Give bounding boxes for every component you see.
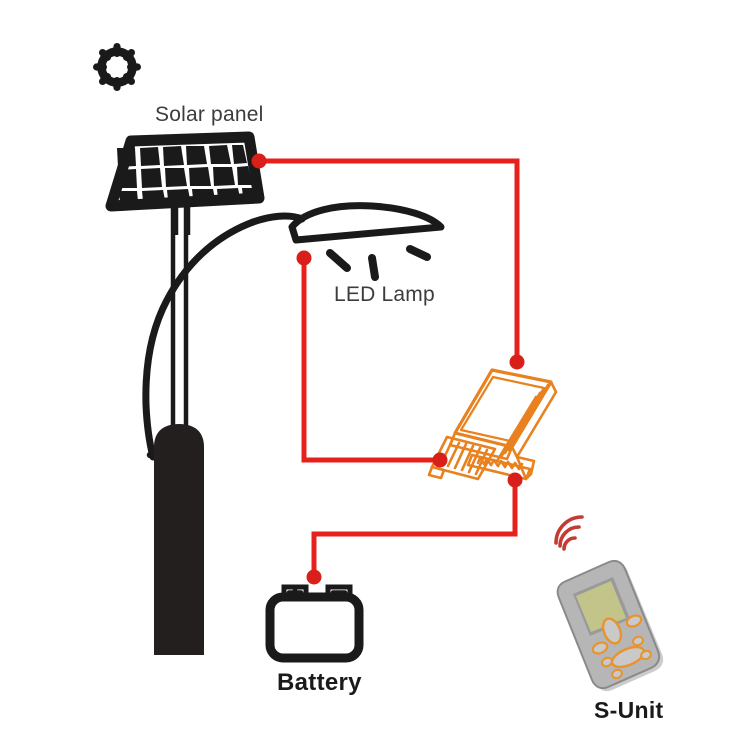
- terminal-controller-top: [509, 354, 525, 370]
- battery-body: [265, 592, 364, 663]
- s-unit-button-a: [631, 635, 645, 647]
- terminal-controller-left: [432, 452, 448, 468]
- battery: [265, 584, 364, 663]
- wire-endpoints: [251, 153, 525, 585]
- terminal-battery: [306, 569, 322, 585]
- wire-led-lamp-to-controller: [301, 258, 440, 463]
- lamp-ray-2: [368, 254, 379, 281]
- wiring: [259, 158, 520, 577]
- terminal-solar-panel: [251, 153, 267, 169]
- s-unit-button-left: [591, 641, 609, 655]
- s-unit-lower-pad: [610, 645, 646, 669]
- label-battery: Battery: [277, 669, 362, 696]
- label-solar-panel: Solar panel: [155, 103, 264, 126]
- terminal-controller-bottom: [507, 472, 523, 488]
- lamp-ray-1: [326, 249, 351, 272]
- solar-panel: [105, 131, 265, 235]
- label-led-lamp: LED Lamp: [334, 283, 435, 306]
- wireless-signal-icon: [554, 515, 584, 551]
- label-s-unit: S-Unit: [594, 697, 664, 723]
- wire-solar-panel-to-controller: [259, 158, 520, 362]
- s-unit-remote: [554, 515, 664, 692]
- terminal-led-lamp: [296, 250, 312, 266]
- s-unit-keypad: [591, 614, 652, 680]
- s-unit-button-d: [611, 668, 623, 680]
- solar-charge-controller: [427, 368, 558, 481]
- s-unit-button-right: [625, 614, 643, 628]
- sun-icon: [93, 43, 141, 91]
- wire-controller-to-battery: [311, 480, 518, 577]
- light-pole: [142, 207, 306, 655]
- lamp-ray-3: [406, 245, 431, 261]
- s-unit-button-c: [640, 649, 652, 661]
- s-unit-nav-button: [601, 617, 623, 645]
- led-lamp: [288, 202, 445, 281]
